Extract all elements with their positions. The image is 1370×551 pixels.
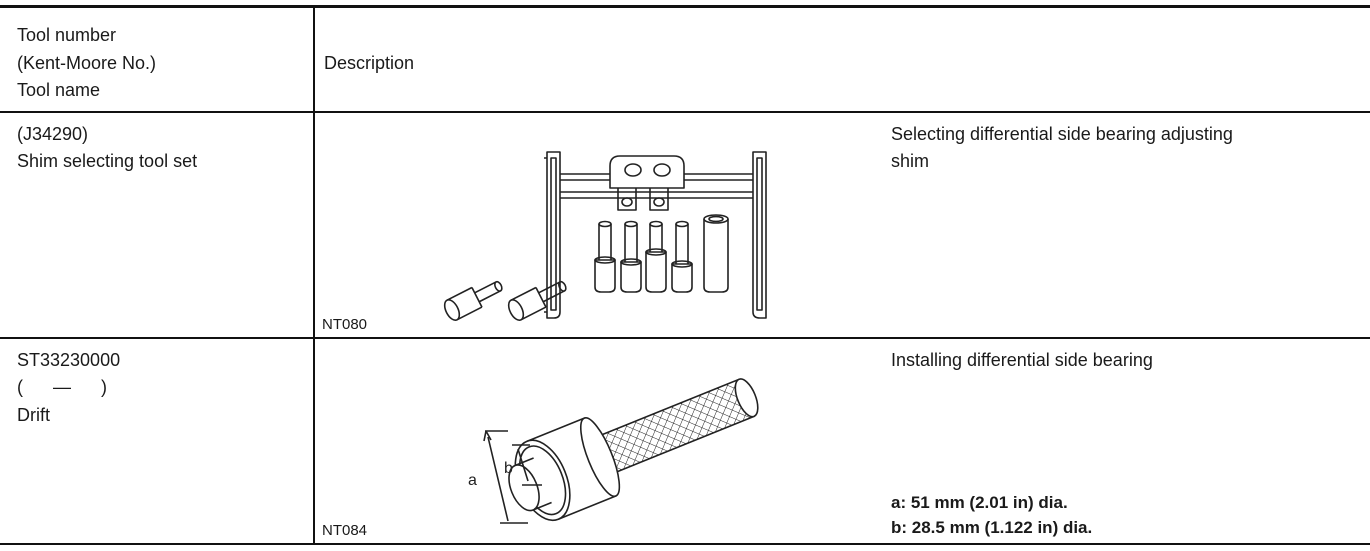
header-tool-number: Tool number (17, 25, 117, 45)
drift-illustration: a b (468, 345, 780, 535)
table-bottom-rule (0, 543, 1370, 545)
row2-dimension-b: b: 28.5 mm (1.122 in) dia. (891, 518, 1093, 537)
row2-tool-number: ST33230000 (17, 350, 121, 370)
header-kent-moore-no: (Kent-Moore No.) (17, 53, 157, 73)
row1-figure-code: NT080 (322, 316, 368, 333)
row1-tool-name: Shim selecting tool set (17, 151, 198, 171)
header-description: Description (324, 53, 415, 73)
shim-selecting-tool-set-illustration (420, 122, 800, 332)
row2-dimension-a: a: 51 mm (2.01 in) dia. (891, 493, 1068, 512)
row1-tool-number: (J34290) (17, 124, 89, 144)
row1-description: Selecting differential side bearing adju… (891, 124, 1233, 144)
row2-tool-name: Drift (17, 405, 50, 425)
dimension-b-label: b (504, 460, 513, 477)
table-top-rule (0, 5, 1370, 8)
row-divider-rule (0, 337, 1370, 339)
row2-description: Installing differential side bearing (891, 350, 1153, 370)
row2-kent-moore-no: ( — ) (17, 377, 107, 397)
header-bottom-rule (0, 111, 1370, 113)
row2-figure-code: NT084 (322, 522, 368, 539)
row1-description-cont: shim (891, 151, 930, 171)
header-tool-name: Tool name (17, 80, 101, 100)
column-divider-rule (313, 5, 315, 545)
dimension-a-label: a (468, 472, 477, 489)
